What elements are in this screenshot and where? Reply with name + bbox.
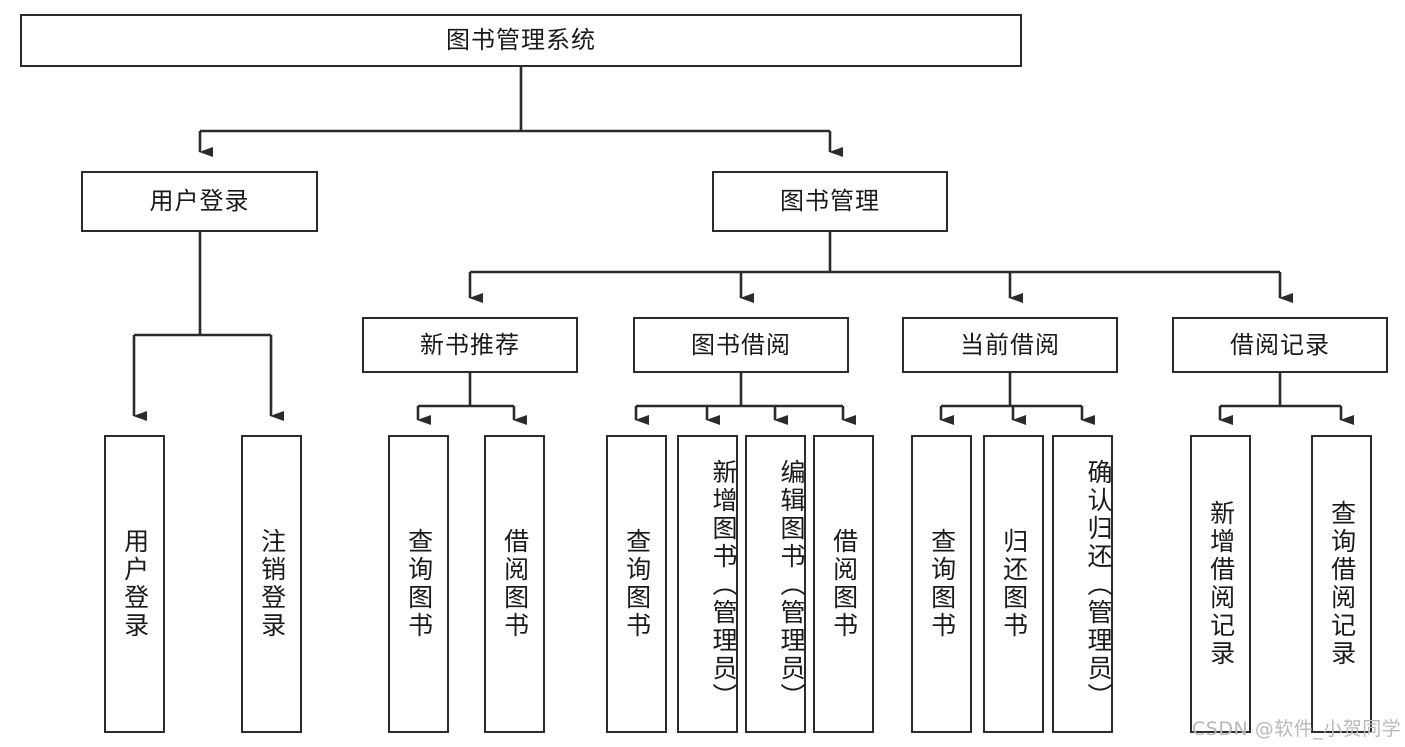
node-leaf-logout-label: 注销登录 <box>257 528 287 640</box>
node-leaf-query-borrow-record[interactable]: 查询借阅记录 <box>1311 435 1372 733</box>
node-leaf-query-borrow-record-label: 查询借阅记录 <box>1327 500 1357 668</box>
node-book-management[interactable]: 图书管理 <box>712 171 948 232</box>
node-leaf-query-book-current[interactable]: 查询图书 <box>911 435 972 733</box>
node-root[interactable]: 图书管理系统 <box>20 14 1022 67</box>
node-user-login-label: 用户登录 <box>149 187 250 216</box>
node-leaf-borrow-book-recommend[interactable]: 借阅图书 <box>484 435 545 733</box>
node-leaf-add-book[interactable]: 新增图书（管理员） <box>677 435 738 733</box>
node-current-borrow[interactable]: 当前借阅 <box>902 317 1118 373</box>
node-leaf-logout[interactable]: 注销登录 <box>241 435 302 733</box>
node-book-borrow-label: 图书借阅 <box>691 330 791 359</box>
node-leaf-user-login[interactable]: 用户登录 <box>104 435 165 733</box>
node-borrow-record-label: 借阅记录 <box>1230 330 1330 359</box>
node-leaf-edit-book-label: 编辑图书（管理员） <box>777 459 806 711</box>
node-leaf-query-book-borrow-label: 查询图书 <box>622 528 652 640</box>
node-leaf-edit-book[interactable]: 编辑图书（管理员） <box>745 435 806 733</box>
node-leaf-add-borrow-record[interactable]: 新增借阅记录 <box>1190 435 1251 733</box>
node-leaf-confirm-return[interactable]: 确认归还（管理员） <box>1052 435 1113 733</box>
node-leaf-borrow-book-label: 借阅图书 <box>829 528 859 640</box>
node-new-book-recommend[interactable]: 新书推荐 <box>362 317 578 373</box>
watermark-text: CSDN @软件_小贺同学 <box>1192 718 1402 740</box>
node-leaf-return-book[interactable]: 归还图书 <box>983 435 1044 733</box>
node-user-login[interactable]: 用户登录 <box>81 171 318 232</box>
node-leaf-query-book-recommend-label: 查询图书 <box>404 528 434 640</box>
node-leaf-return-book-label: 归还图书 <box>999 528 1029 640</box>
node-leaf-user-login-label: 用户登录 <box>120 528 150 640</box>
node-leaf-add-borrow-record-label: 新增借阅记录 <box>1206 500 1236 668</box>
node-leaf-confirm-return-label: 确认归还（管理员） <box>1084 459 1113 711</box>
node-leaf-add-book-label: 新增图书（管理员） <box>709 459 738 711</box>
node-leaf-query-book-current-label: 查询图书 <box>927 528 957 640</box>
node-current-borrow-label: 当前借阅 <box>960 330 1060 359</box>
node-book-borrow[interactable]: 图书借阅 <box>633 317 849 373</box>
node-leaf-query-book-borrow[interactable]: 查询图书 <box>606 435 667 733</box>
node-leaf-borrow-book-recommend-label: 借阅图书 <box>500 528 530 640</box>
node-book-management-label: 图书管理 <box>780 187 880 216</box>
node-leaf-borrow-book[interactable]: 借阅图书 <box>813 435 874 733</box>
node-borrow-record[interactable]: 借阅记录 <box>1172 317 1388 373</box>
node-root-label: 图书管理系统 <box>446 26 596 55</box>
node-new-book-recommend-label: 新书推荐 <box>420 330 520 359</box>
node-leaf-query-book-recommend[interactable]: 查询图书 <box>388 435 449 733</box>
